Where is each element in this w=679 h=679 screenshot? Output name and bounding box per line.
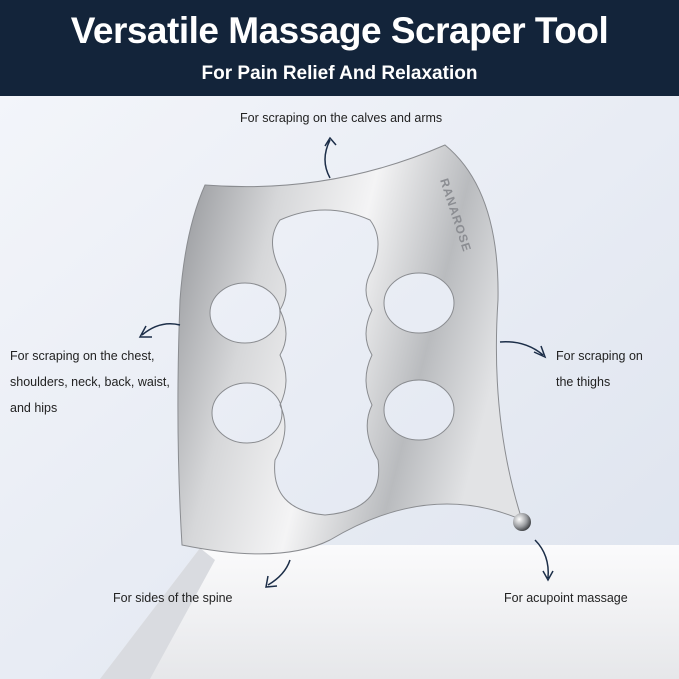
arrow-up-icon: [324, 136, 337, 179]
page-subtitle: For Pain Relief And Relaxation: [201, 63, 478, 84]
page-title: Versatile Massage Scraper Tool: [70, 10, 609, 51]
callout-chest-line3: and hips: [10, 401, 58, 415]
callout-chest-line1: For scraping on the chest,: [10, 349, 155, 363]
pedestal-side: [100, 548, 215, 679]
arrow-down-right-icon: [534, 539, 554, 582]
scraper-tool: RANAROSE: [177, 144, 531, 555]
header-banner: Versatile Massage Scraper Tool For Pain …: [0, 0, 679, 96]
callout-calves-arms: For scraping on the calves and arms: [240, 111, 443, 125]
callout-thighs-line1: For scraping on: [556, 349, 643, 363]
arrow-down-left-icon: [265, 559, 291, 588]
product-illustration: RANAROSE: [0, 96, 679, 679]
callout-acupoint: For acupoint massage: [504, 591, 628, 605]
callout-spine: For sides of the spine: [113, 591, 233, 605]
pedestal-block: [100, 545, 679, 679]
acupoint-ball: [513, 513, 531, 531]
callout-arrows: [138, 136, 554, 588]
callout-chest-line2: shoulders, neck, back, waist,: [10, 375, 170, 389]
arrow-right-icon: [499, 341, 547, 359]
callout-thighs-line2: the thighs: [556, 375, 611, 389]
arrow-left-icon: [138, 323, 181, 338]
